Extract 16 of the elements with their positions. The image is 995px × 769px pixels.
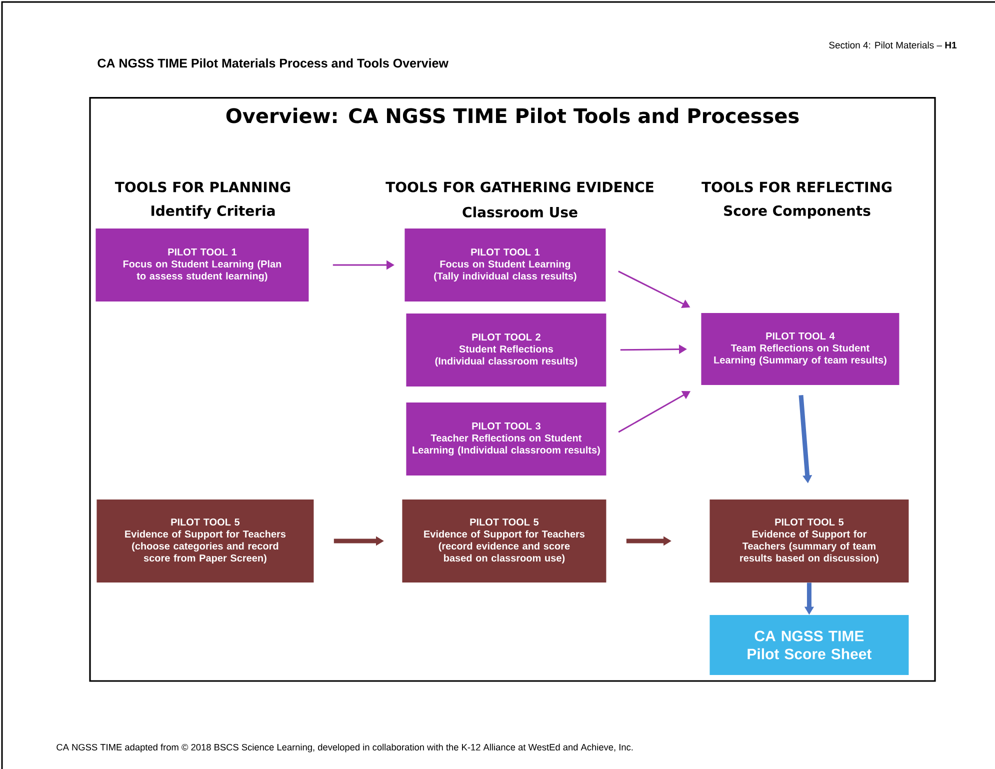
process-box: PILOT TOOL 2 Student Reflections (Individual classroom results)	[406, 314, 606, 386]
process-box: PILOT TOOL 1 Focus on Student Learning (Tally individual class results)	[404, 228, 606, 302]
section-label: Section 4: Pilot Materials – H1	[829, 42, 957, 48]
process-box: PILOT TOOL 1 Focus on Student Learning (Plan to assess student learning)	[96, 228, 309, 302]
process-box: PILOT TOOL 5 Evidence of Support for Teachers (choose categories and record score from Paper Screen)	[96, 500, 314, 582]
credit-note: CA NGSS TIME adapted from © 2018 BSCS Science Learning, developed in collaboration with the K-12 Alliance at WestEd and Achieve, Inc.	[56, 744, 633, 752]
process-box: CA NGSS TIME Pilot Score Sheet	[710, 615, 909, 675]
column-heading: Score Components	[724, 205, 870, 219]
page-title: CA NGSS TIME Pilot Materials Process and Tools Overview	[98, 58, 448, 68]
column-heading: TOOLS FOR REFLECTING	[702, 182, 892, 192]
column-heading: TOOLS FOR PLANNING	[114, 182, 290, 192]
column-heading: TOOLS FOR GATHERING EVIDENCE	[386, 182, 654, 192]
process-box: PILOT TOOL 4 Team Reflections on Student Learning (Summary of team results)	[701, 313, 900, 385]
process-box: PILOT TOOL 5 Evidence of Support for Teachers (record evidence and score based on classroom use)	[402, 500, 606, 582]
process-box: PILOT TOOL 5 Evidence of Support for Teachers (summary of team results based on discussion)	[710, 500, 909, 582]
process-box: PILOT TOOL 3 Teacher Reflections on Student Learning (Individual classroom results)	[406, 402, 606, 476]
